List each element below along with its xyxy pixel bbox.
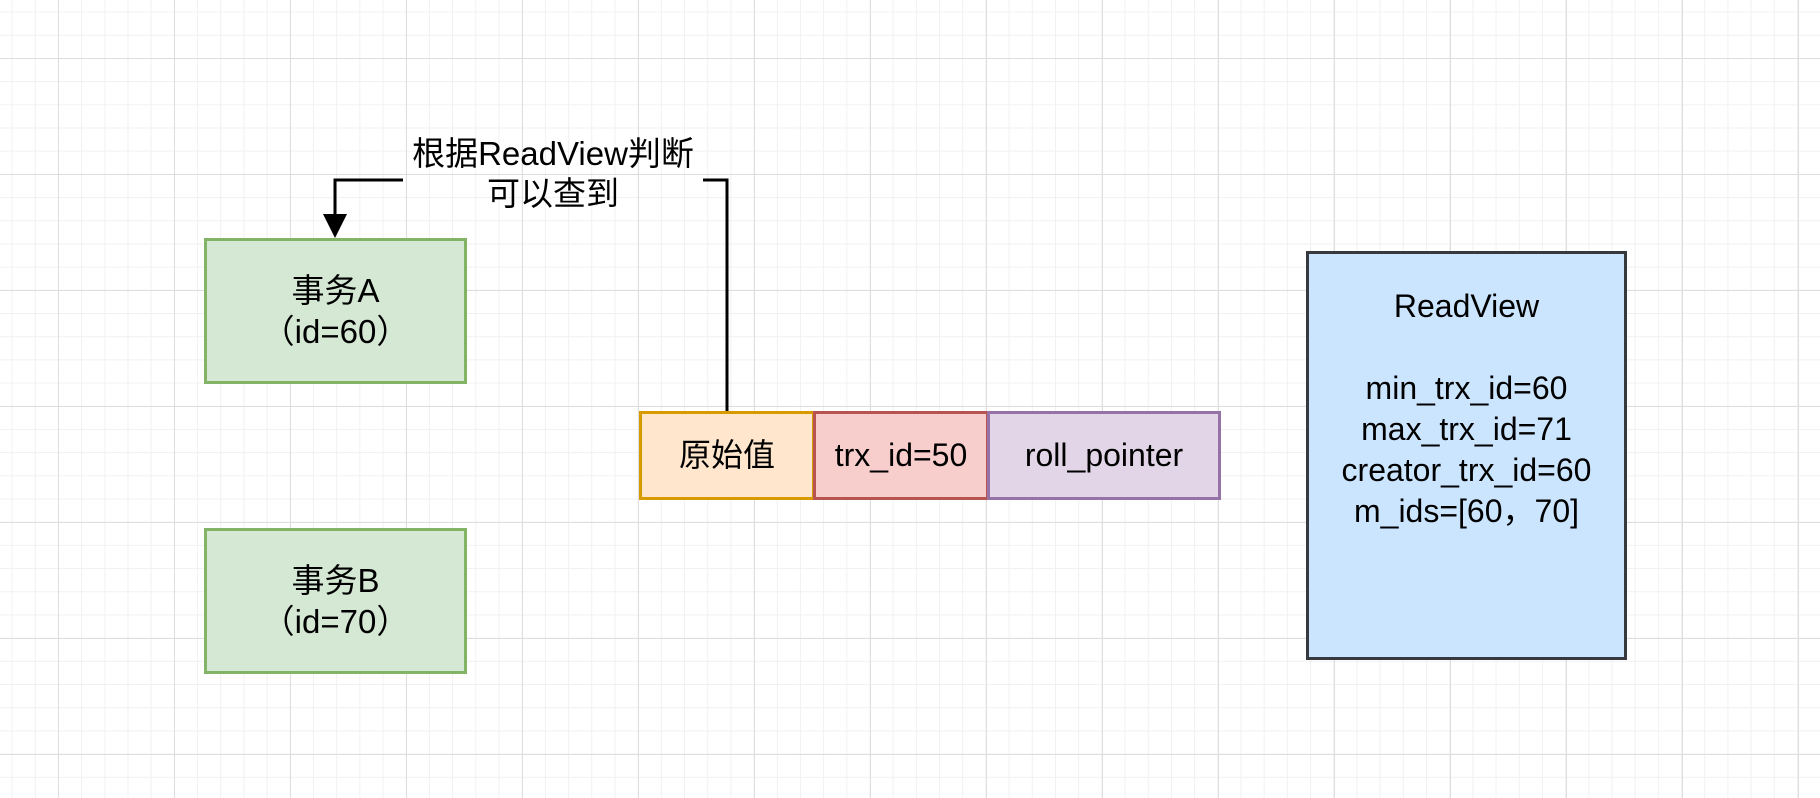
transaction-a-name: 事务A bbox=[291, 272, 380, 309]
readview-max-trx-id: max_trx_id=71 bbox=[1361, 411, 1572, 447]
transaction-a-id: （id=60） bbox=[261, 313, 410, 350]
edge-label: 根据ReadView判断 可以查到 bbox=[398, 134, 708, 214]
edge-label-line-1: 根据ReadView判断 bbox=[412, 135, 694, 172]
transaction-b-name: 事务B bbox=[291, 562, 380, 599]
record-trx-id-label: trx_id=50 bbox=[834, 437, 968, 473]
readview-creator-trx-id: creator_trx_id=60 bbox=[1341, 452, 1592, 488]
transaction-a-node[interactable]: 事务A （id=60） bbox=[204, 238, 467, 384]
edge-label-line-2: 可以查到 bbox=[487, 175, 619, 212]
edge-record-to-transaction-a[interactable] bbox=[333, 178, 729, 411]
readview-m-ids: m_ids=[60，70] bbox=[1353, 493, 1580, 529]
record-original-value-label: 原始值 bbox=[678, 437, 775, 473]
transaction-b-id: （id=70） bbox=[261, 603, 410, 640]
record-trx-id-cell[interactable]: trx_id=50 bbox=[813, 411, 989, 500]
readview-min-trx-id: min_trx_id=60 bbox=[1365, 370, 1568, 406]
record-original-value-cell[interactable]: 原始值 bbox=[639, 411, 815, 500]
readview-title: ReadView bbox=[1393, 288, 1540, 324]
record-roll-pointer-label: roll_pointer bbox=[1024, 437, 1184, 473]
arrow-head-icon bbox=[323, 214, 347, 238]
transaction-b-node[interactable]: 事务B （id=70） bbox=[204, 528, 467, 674]
readview-node[interactable]: ReadView min_trx_id=60 max_trx_id=71 cre… bbox=[1306, 251, 1627, 660]
record-roll-pointer-cell[interactable]: roll_pointer bbox=[987, 411, 1221, 500]
